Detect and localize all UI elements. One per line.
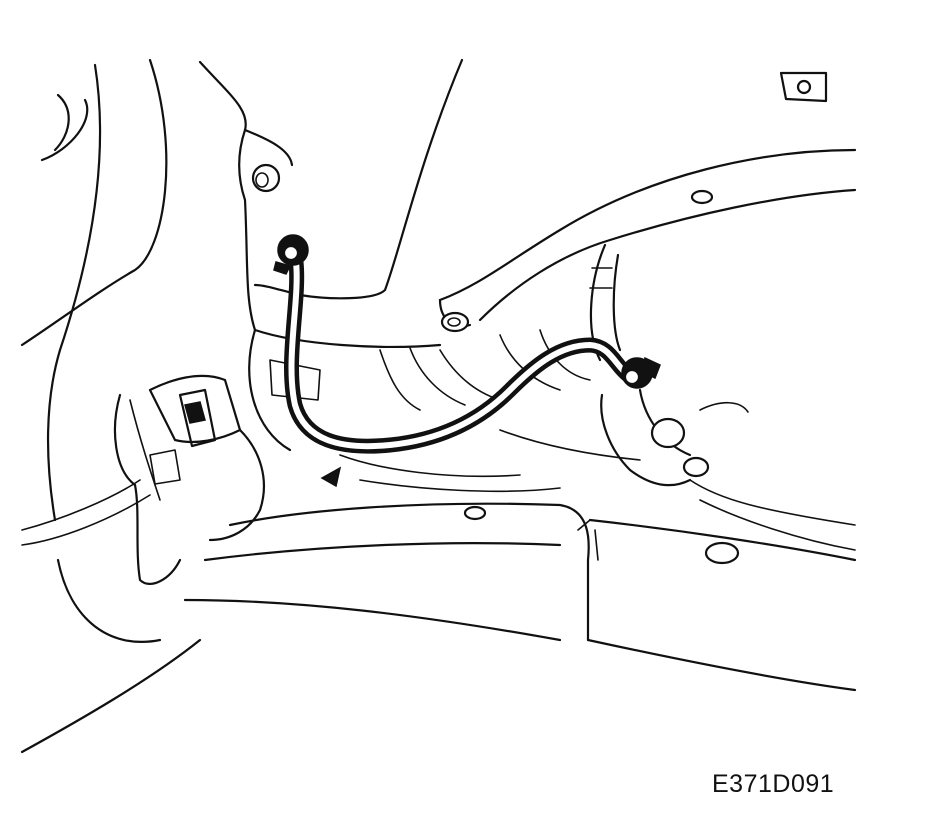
right-mount-bracket — [589, 243, 856, 551]
lower-crossmember — [183, 502, 857, 692]
bolt-icon — [621, 356, 661, 389]
harness-connector — [113, 374, 265, 586]
view-direction-icon — [779, 71, 828, 103]
strut-tower-panel — [198, 58, 464, 452]
upper-frame-rail — [438, 148, 857, 333]
left-fender-outline — [20, 58, 202, 754]
ground-cable-icon — [284, 254, 636, 454]
bolt-icon — [273, 234, 309, 275]
figure-code-label: E371D091 — [712, 770, 835, 798]
inner-ribs — [320, 329, 641, 493]
